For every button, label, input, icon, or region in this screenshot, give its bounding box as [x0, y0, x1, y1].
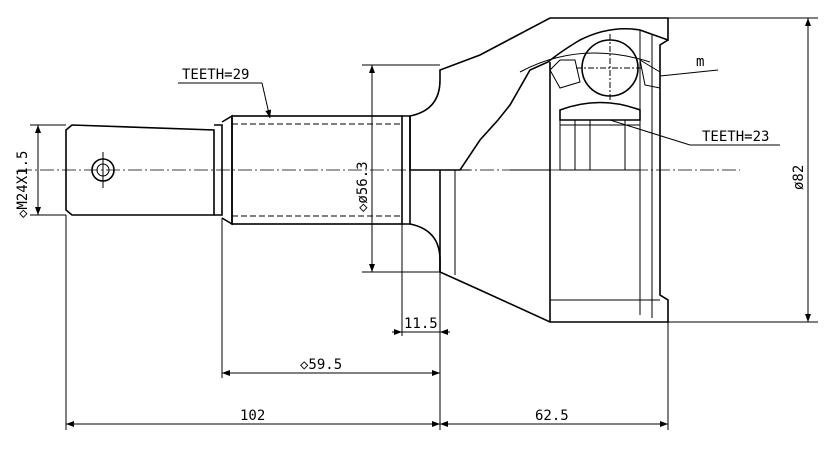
- label-dim-11-5: 11.5: [404, 316, 438, 332]
- label-dim-62-5: 62.5: [535, 408, 569, 424]
- label-teeth-inner: TEETH=23: [702, 129, 769, 145]
- label-dia-seat: ◇ø56.3: [355, 161, 371, 212]
- label-dia-outer: ø82: [791, 165, 807, 190]
- dimensions: [30, 17, 818, 430]
- leaders: [178, 69, 780, 146]
- label-teeth-shaft: TEETH=29: [182, 67, 249, 83]
- stub-shaft: [65, 114, 411, 226]
- label-m: m: [696, 54, 704, 70]
- label-dim-102: 102: [240, 408, 265, 424]
- label-thread: ◇M24X1.5: [15, 151, 31, 218]
- label-dim-59-5: ◇59.5: [300, 357, 342, 373]
- outer-housing: [409, 17, 669, 323]
